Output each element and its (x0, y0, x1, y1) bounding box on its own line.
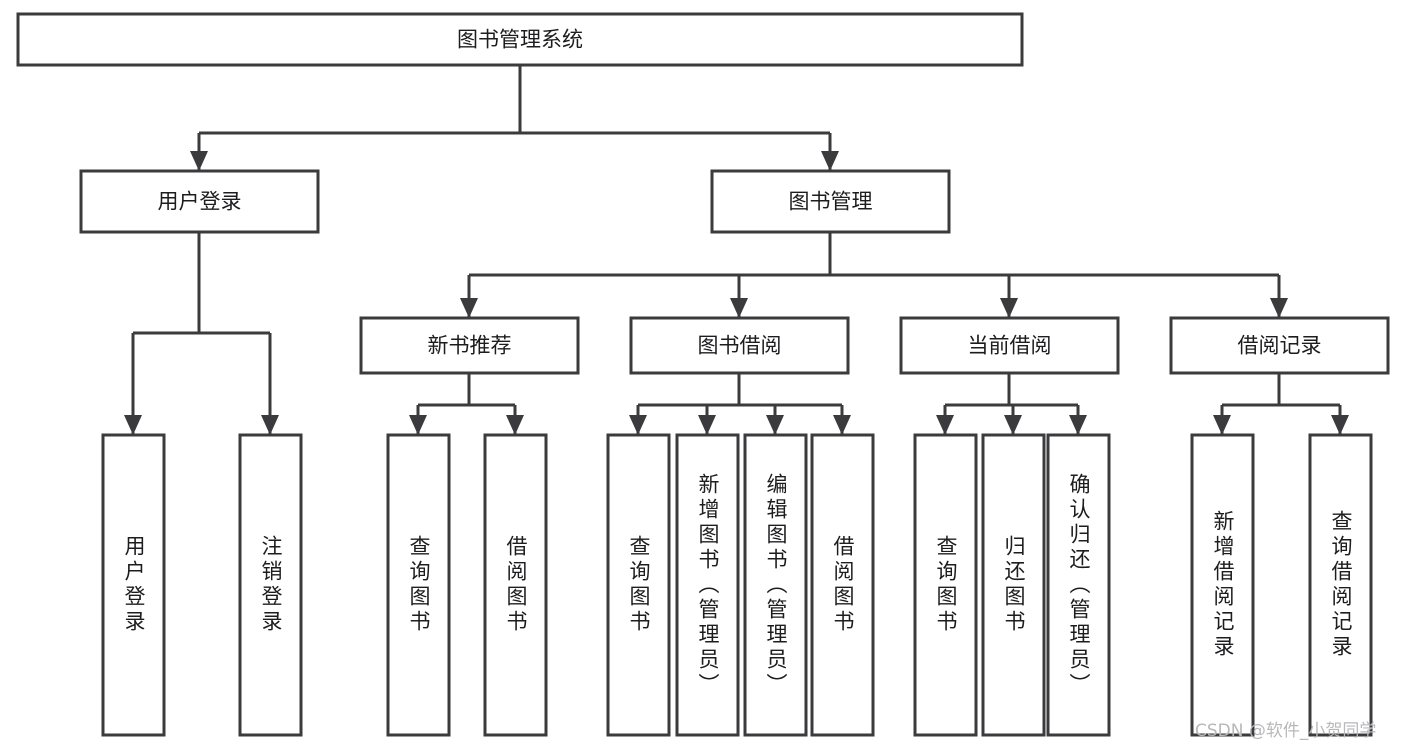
arrow-head-icon (629, 415, 647, 435)
node-box-newbook (359, 316, 580, 375)
node-leaf-new-borrow[interactable] (483, 433, 548, 737)
node-box-leaf-rec-query (1308, 433, 1373, 737)
node-leaf-rec-add[interactable] (1190, 433, 1255, 737)
node-leaf-borrow-edit[interactable] (743, 433, 808, 737)
arrow-head-icon (1004, 415, 1022, 435)
node-leaf-user-logout[interactable] (238, 433, 303, 737)
arrow-head-icon (821, 151, 839, 171)
arrow-head-icon (1000, 298, 1018, 318)
node-box-leaf-borrow-edit (743, 433, 808, 737)
arrow-head-icon (460, 298, 478, 318)
node-box-records (1169, 316, 1390, 375)
node-leaf-cur-confirm[interactable] (1046, 433, 1111, 737)
node-label-login: 用户登录 (158, 190, 242, 214)
node-label-root: 图书管理系统 (457, 28, 583, 52)
arrow-head-icon (698, 415, 716, 435)
node-box-leaf-user-login (101, 433, 166, 737)
node-box-leaf-rec-add (1190, 433, 1255, 737)
arrow-head-icon (1213, 415, 1231, 435)
node-box-root (16, 12, 1024, 67)
node-borrow[interactable] (629, 316, 850, 375)
node-leaf-new-query[interactable] (386, 433, 451, 737)
node-box-login (79, 169, 320, 234)
arrow-head-icon (730, 298, 748, 318)
node-box-leaf-borrow-do (810, 433, 875, 737)
node-current[interactable] (899, 316, 1120, 375)
node-label-current: 当前借阅 (968, 334, 1052, 358)
node-leaf-cur-query[interactable] (913, 433, 978, 737)
node-label-records: 借阅记录 (1238, 334, 1322, 358)
connectors-layer (124, 65, 1349, 435)
node-box-leaf-new-borrow (483, 433, 548, 737)
node-box-borrow (629, 316, 850, 375)
node-leaf-borrow-add[interactable] (675, 433, 740, 737)
node-box-leaf-borrow-query (606, 433, 671, 737)
node-box-bookmgmt (710, 169, 951, 234)
node-box-current (899, 316, 1120, 375)
arrow-head-icon (1331, 415, 1349, 435)
node-leaf-user-login[interactable] (101, 433, 166, 737)
node-leaf-rec-query[interactable] (1308, 433, 1373, 737)
node-box-leaf-cur-query (913, 433, 978, 737)
arrow-head-icon (506, 415, 524, 435)
arrow-head-icon (936, 415, 954, 435)
node-box-leaf-borrow-add (675, 433, 740, 737)
arrow-head-icon (409, 415, 427, 435)
arrow-head-icon (190, 151, 208, 171)
node-box-leaf-cur-confirm (1046, 433, 1111, 737)
node-box-leaf-new-query (386, 433, 451, 737)
csdn-watermark: CSDN @软件_小贺同学 (1195, 721, 1377, 741)
node-records[interactable] (1169, 316, 1390, 375)
node-box-leaf-cur-return (981, 433, 1046, 737)
node-login[interactable] (79, 169, 320, 234)
node-leaf-cur-return[interactable] (981, 433, 1046, 737)
arrow-head-icon (1270, 298, 1288, 318)
node-label-newbook: 新书推荐 (428, 334, 512, 358)
node-leaf-borrow-query[interactable] (606, 433, 671, 737)
node-label-borrow: 图书借阅 (698, 334, 782, 358)
node-boxes-layer (16, 12, 1390, 737)
node-box-leaf-user-logout (238, 433, 303, 737)
arrow-head-icon (766, 415, 784, 435)
arrow-head-icon (124, 415, 142, 435)
arrow-head-icon (261, 415, 279, 435)
node-leaf-borrow-do[interactable] (810, 433, 875, 737)
node-newbook[interactable] (359, 316, 580, 375)
arrow-head-icon (833, 415, 851, 435)
node-root[interactable] (16, 12, 1024, 67)
node-label-bookmgmt: 图书管理 (789, 190, 873, 214)
node-bookmgmt[interactable] (710, 169, 951, 234)
arrow-head-icon (1069, 415, 1087, 435)
